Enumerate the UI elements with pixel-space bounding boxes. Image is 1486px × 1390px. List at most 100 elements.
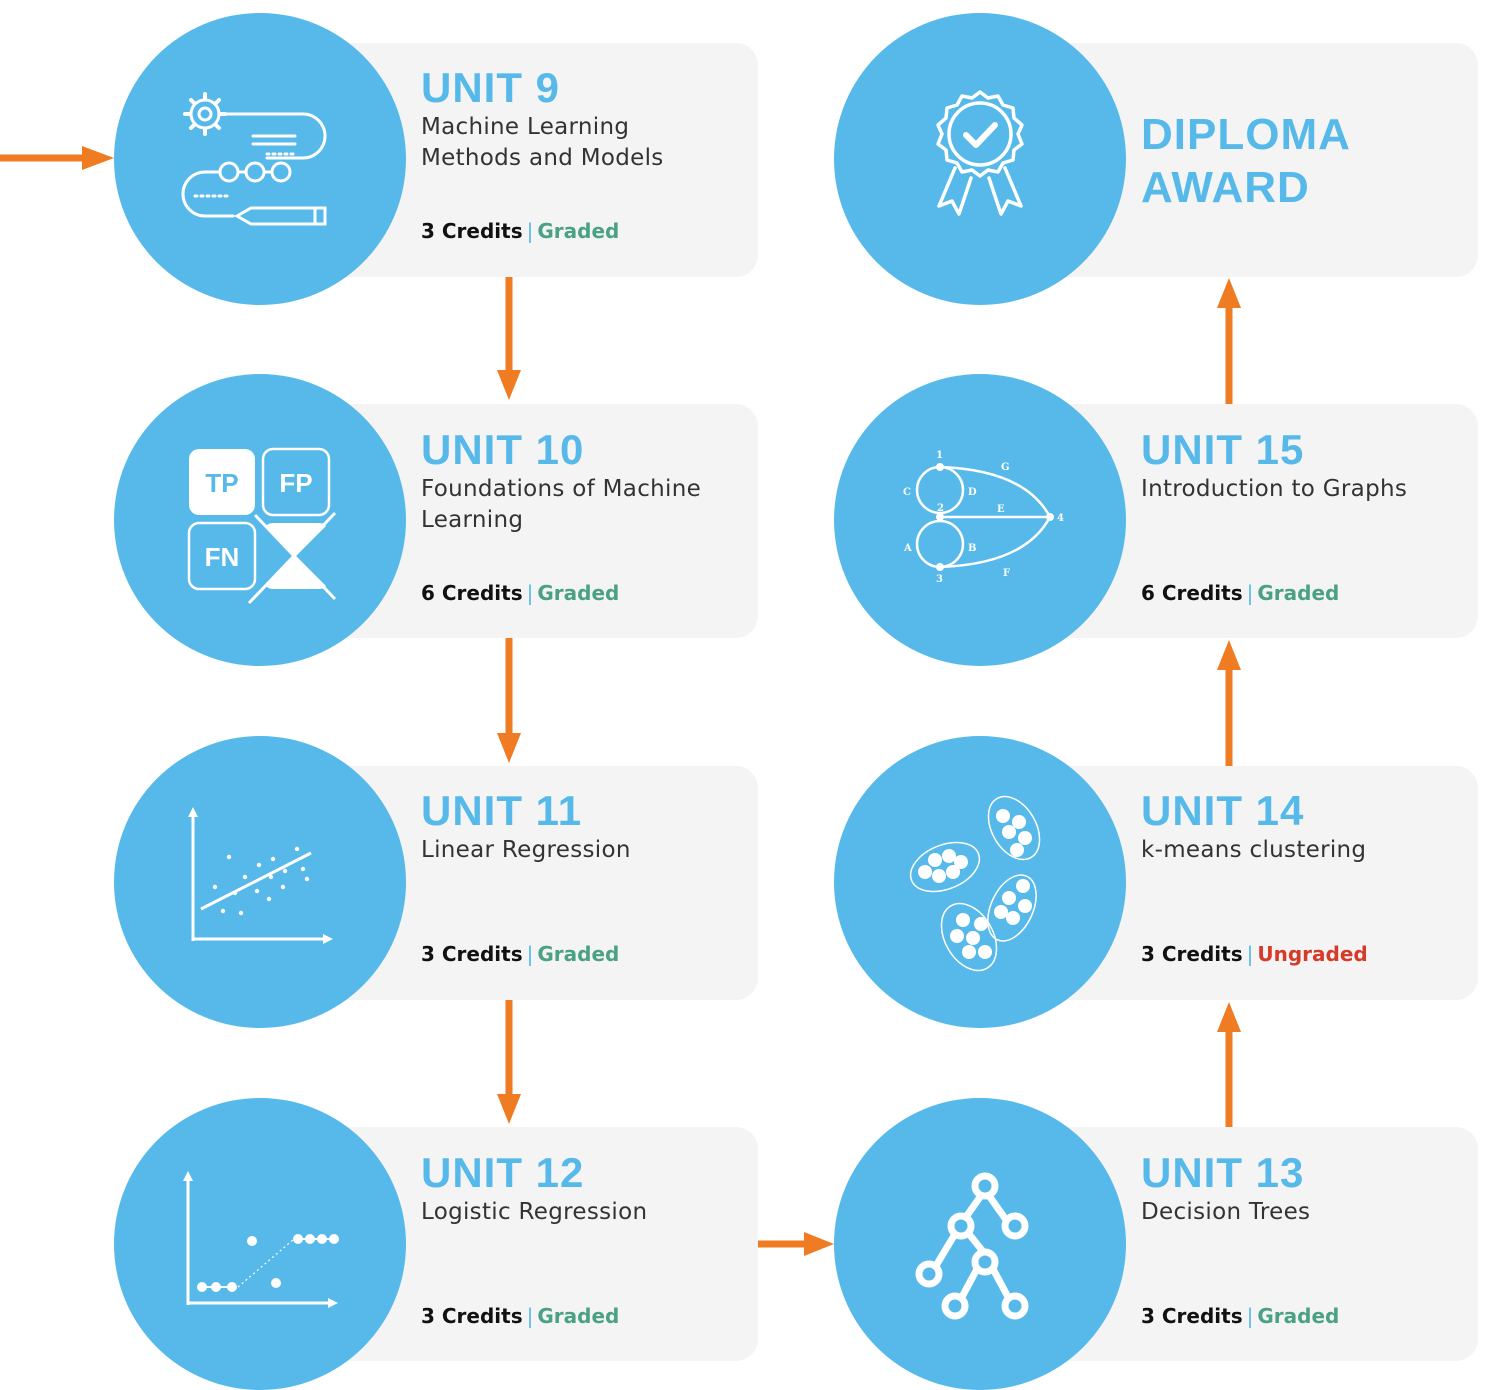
- arrow-u9-u10: [497, 277, 521, 400]
- diploma-icon-circle: [834, 13, 1126, 305]
- diploma-line-1: DIPLOMA: [1141, 110, 1351, 159]
- credits-value: 3 Credits: [1141, 942, 1243, 966]
- clusters-icon: [909, 795, 1041, 972]
- credits-value: 3 Credits: [421, 1304, 523, 1328]
- unit-14-subtitle: k-means clustering: [1141, 835, 1471, 866]
- unit-13-icon-circle: [834, 1098, 1126, 1390]
- edge-g-label: G: [1001, 462, 1010, 473]
- separator: |: [526, 581, 534, 605]
- unit-11-subtitle-line-1: Linear Regression: [421, 837, 631, 863]
- status-badge: Graded: [537, 581, 620, 605]
- unit-12-subtitle: Logistic Regression: [421, 1197, 751, 1228]
- unit-13-title: UNIT 13: [1141, 1149, 1305, 1196]
- unit-9-credits: 3 Credits|Graded: [421, 219, 619, 243]
- separator: |: [1246, 1304, 1254, 1328]
- unit-10-subtitle: Foundations of Machine Learning: [421, 474, 751, 536]
- unit-9-text: UNIT 9 Machine Learning Methods and Mode…: [421, 66, 751, 174]
- credits-value: 3 Credits: [1141, 1304, 1243, 1328]
- unit-15-title: UNIT 15: [1141, 426, 1305, 473]
- unit-15-subtitle-line-1: Introduction to Graphs: [1141, 476, 1408, 502]
- status-badge: Graded: [537, 1304, 620, 1328]
- status-badge: Ungraded: [1257, 942, 1368, 966]
- unit-9-subtitle-line-2: Methods and Models: [421, 145, 664, 171]
- unit-15-credits: 6 Credits|Graded: [1141, 581, 1339, 605]
- credits-value: 3 Credits: [421, 942, 523, 966]
- confusion-matrix-icon: TP FP FN: [187, 447, 337, 605]
- unit-15-text: UNIT 15 Introduction to Graphs: [1141, 428, 1471, 505]
- credits-value: 6 Credits: [421, 581, 523, 605]
- arrow-entry: [0, 146, 114, 170]
- unit-14-subtitle-line-1: k-means clustering: [1141, 837, 1367, 863]
- edge-b-label: B: [968, 543, 976, 554]
- unit-10-subtitle-line-1: Foundations of Machine: [421, 476, 702, 502]
- fp-label: FP: [279, 468, 312, 498]
- unit-9-icon-circle: [114, 13, 406, 305]
- logistic-regression-icon: [183, 1171, 339, 1308]
- node-3-label: 3: [936, 574, 943, 585]
- unit-12-subtitle-line-1: Logistic Regression: [421, 1199, 648, 1225]
- separator: |: [526, 1304, 534, 1328]
- arrow-u13-u14: [1217, 1002, 1241, 1128]
- diploma-line-2: AWARD: [1141, 163, 1310, 212]
- unit-14-title: UNIT 14: [1141, 787, 1305, 834]
- unit-12-title: UNIT 12: [421, 1149, 585, 1196]
- arrow-u10-u11: [497, 638, 521, 763]
- unit-9-subtitle-line-1: Machine Learning: [421, 114, 630, 140]
- arrow-u14-u15: [1217, 640, 1241, 766]
- decision-tree-icon: [915, 1172, 1029, 1320]
- edge-e-label: E: [997, 504, 1005, 515]
- node-1-label: 1: [936, 450, 943, 461]
- separator: |: [1246, 942, 1254, 966]
- unit-15-subtitle: Introduction to Graphs: [1141, 474, 1471, 505]
- credits-value: 3 Credits: [421, 219, 523, 243]
- separator: |: [526, 219, 534, 243]
- edge-a-label: A: [903, 543, 912, 554]
- unit-11-text: UNIT 11 Linear Regression: [421, 789, 751, 866]
- unit-9-title: UNIT 9: [421, 64, 561, 111]
- separator: |: [526, 942, 534, 966]
- node-4-label: 4: [1057, 513, 1064, 524]
- unit-11-icon-circle: [114, 736, 406, 1028]
- unit-15-icon-circle: 1 2 3 4 A B C D E F G: [834, 374, 1126, 666]
- unit-11-credits: 3 Credits|Graded: [421, 942, 619, 966]
- unit-11-title: UNIT 11: [421, 787, 583, 834]
- edge-c-label: C: [903, 487, 911, 498]
- unit-12-icon-circle: [114, 1098, 406, 1390]
- unit-14-credits: 3 Credits|Ungraded: [1141, 942, 1368, 966]
- unit-13-credits: 3 Credits|Graded: [1141, 1304, 1339, 1328]
- unit-10-icon-circle: TP FP FN: [114, 374, 406, 666]
- arrow-u12-u13: [757, 1232, 834, 1256]
- edge-d-label: D: [968, 487, 977, 498]
- separator: |: [1246, 581, 1254, 605]
- unit-12-text: UNIT 12 Logistic Regression: [421, 1151, 751, 1228]
- unit-10-text: UNIT 10 Foundations of Machine Learning: [421, 428, 751, 536]
- credits-value: 6 Credits: [1141, 581, 1243, 605]
- workflow-icon: [181, 92, 327, 226]
- status-badge: Graded: [537, 942, 620, 966]
- linear-regression-icon: [188, 807, 333, 944]
- status-badge: Graded: [1257, 581, 1340, 605]
- unit-13-subtitle: Decision Trees: [1141, 1197, 1471, 1228]
- unit-13-subtitle-line-1: Decision Trees: [1141, 1199, 1311, 1225]
- tp-label: TP: [205, 468, 238, 498]
- unit-10-credits: 6 Credits|Graded: [421, 581, 619, 605]
- status-badge: Graded: [537, 219, 620, 243]
- status-badge: Graded: [1257, 1304, 1340, 1328]
- unit-14-icon-circle: [834, 736, 1126, 1028]
- unit-13-text: UNIT 13 Decision Trees: [1141, 1151, 1471, 1228]
- unit-10-title: UNIT 10: [421, 426, 585, 473]
- arrow-u11-u12: [497, 1000, 521, 1124]
- unit-14-text: UNIT 14 k-means clustering: [1141, 789, 1471, 866]
- node-2-label: 2: [937, 503, 944, 514]
- unit-12-credits: 3 Credits|Graded: [421, 1304, 619, 1328]
- edge-f-label: F: [1003, 568, 1010, 579]
- unit-10-subtitle-line-2: Learning: [421, 507, 524, 533]
- diploma-title: DIPLOMA AWARD: [1141, 108, 1351, 214]
- unit-11-subtitle: Linear Regression: [421, 835, 751, 866]
- fn-label: FN: [205, 542, 240, 572]
- graph-icon: 1 2 3 4 A B C D E F G: [903, 450, 1064, 585]
- arrow-u15-diploma: [1217, 278, 1241, 404]
- unit-9-subtitle: Machine Learning Methods and Models: [421, 112, 751, 174]
- award-badge-icon: [936, 90, 1024, 216]
